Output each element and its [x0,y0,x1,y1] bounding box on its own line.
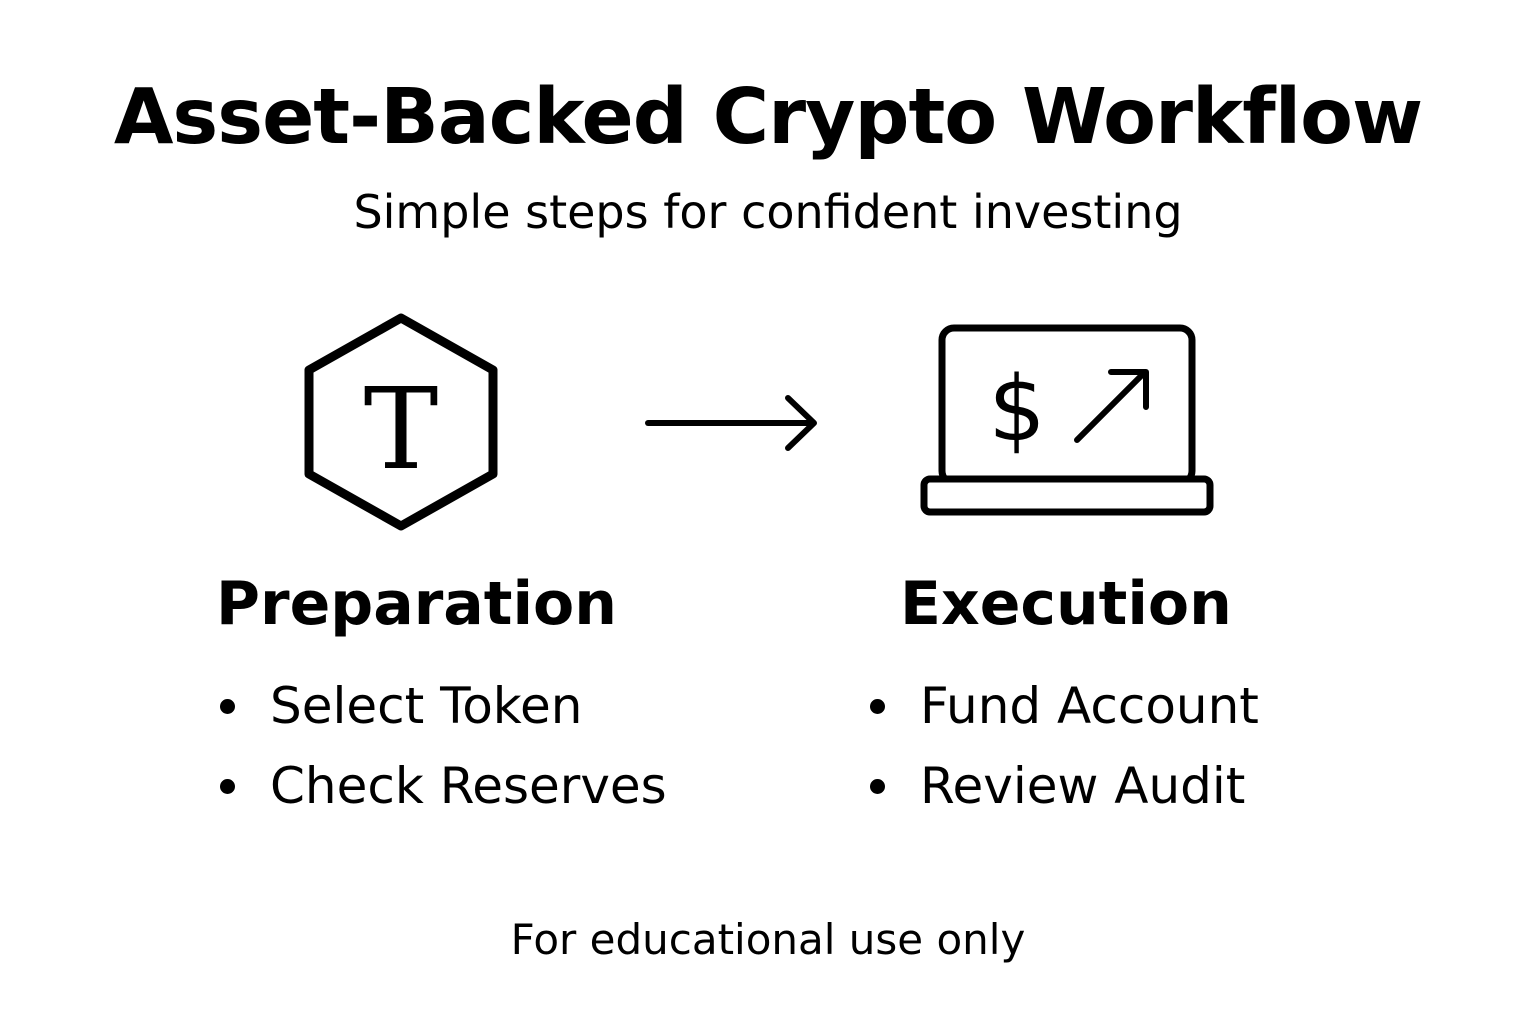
list-item: Review Audit [864,748,1259,828]
bullet-icon [870,779,885,794]
laptop-dollar-growth-icon: $ [920,324,1214,516]
list-item-label: Fund Account [920,677,1259,735]
list-item: Check Reserves [214,748,667,828]
page-title: Asset-Backed Crypto Workflow [113,73,1423,162]
right-arrow-icon [645,395,817,451]
dollar-glyph: $ [988,357,1045,462]
bullet-icon [220,699,235,714]
list-item: Fund Account [864,668,1259,748]
growth-arrow-icon [1074,369,1149,443]
footer-disclaimer: For educational use only [510,915,1026,964]
list-item: Select Token [214,668,667,748]
page-subtitle: Simple steps for confident investing [353,185,1183,239]
execution-list: Fund Account Review Audit [864,668,1259,828]
execution-column: Execution Fund Account Review Audit [870,566,1259,828]
list-item-label: Select Token [270,677,583,735]
hexagon-token-icon: T [304,313,498,531]
preparation-list: Select Token Check Reserves [214,668,667,828]
preparation-heading: Preparation [216,569,617,639]
list-item-label: Review Audit [920,757,1246,815]
token-glyph: T [364,365,439,495]
bullet-icon [870,699,885,714]
bullet-icon [220,779,235,794]
execution-heading: Execution [900,569,1232,639]
list-item-label: Check Reserves [270,757,667,815]
preparation-column: Preparation Select Token Check Reserves [214,566,667,828]
